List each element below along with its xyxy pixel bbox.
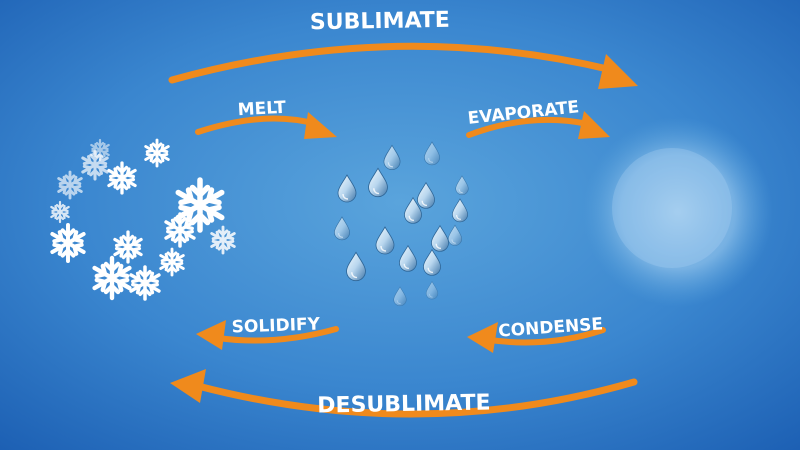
sublimate-label: SUBLIMATE — [310, 8, 450, 35]
solidify-label: SOLIDIFY — [231, 314, 321, 337]
sublimate-arrow — [168, 42, 638, 89]
desublimate-label: DESUBLIMATE — [317, 390, 491, 418]
melt-label: MELT — [237, 98, 287, 121]
vapor-cloud-icon — [583, 117, 773, 307]
melt-arrow — [195, 112, 337, 139]
condense-arrow — [467, 322, 606, 353]
desublimate-arrow — [170, 369, 638, 418]
solidify-arrow — [196, 320, 339, 350]
evaporate-arrow — [466, 111, 610, 139]
